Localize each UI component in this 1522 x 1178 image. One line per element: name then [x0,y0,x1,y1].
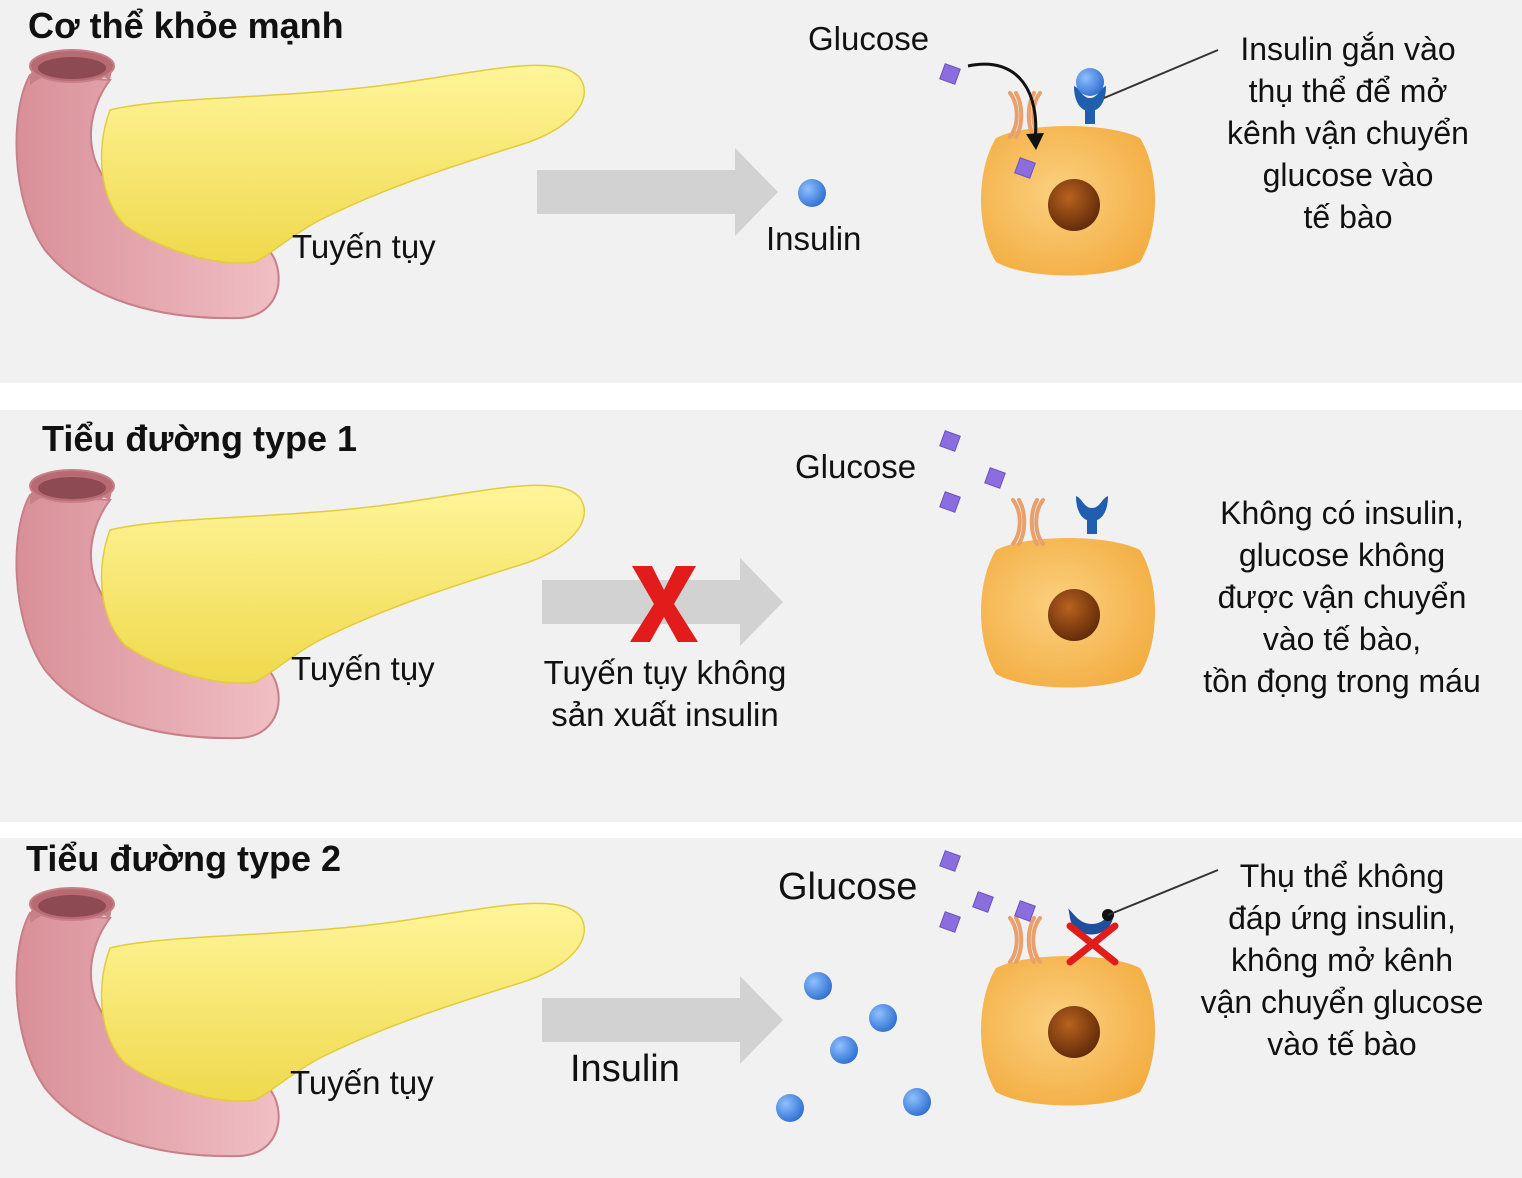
pancreas-healthy [15,49,586,320]
pancreas-type2 [15,887,586,1158]
insulin-molecule [798,179,826,207]
receptor-bound [1074,68,1106,124]
description: Không có insulin, glucose không được vận… [1203,495,1481,699]
description: Insulin gắn vào thụ thể để mở kênh vận c… [1227,31,1469,235]
glucose-molecule [939,850,961,872]
receptor-open [1076,496,1108,534]
insulin-label: Insulin [766,220,862,257]
arrow-type2 [542,976,783,1064]
arrow-healthy [537,148,778,236]
panel-title: Tiểu đường type 1 [42,418,358,459]
pancreas-label: Tuyến tụy [291,650,435,687]
panel-title: Cơ thể khỏe mạnh [28,5,344,46]
pancreas-label: Tuyến tụy [290,1064,434,1101]
nucleus [1048,589,1100,641]
insulin-molecule [903,1088,931,1116]
glucose-channel [1008,916,1042,964]
glucose-channel [1011,498,1045,546]
description: Thụ thể không đáp ứng insulin, không mở … [1200,858,1484,1062]
glucose-molecule [939,63,961,85]
entry-arrow [967,62,1038,141]
nucleus [1048,179,1100,231]
insulin-molecule [804,972,832,1000]
cross-icon [630,566,698,642]
glucose-label: Glucose [808,20,930,57]
no-insulin-label: Tuyến tụy không sản xuất insulin [543,654,787,733]
nucleus [1048,1006,1100,1058]
insulin-label: Insulin [570,1048,680,1090]
glucose-molecule [939,491,961,513]
glucose-molecule [984,467,1006,489]
panel-title: Tiểu đường type 2 [26,838,342,879]
insulin-molecule [869,1004,897,1032]
pointer-line [1107,869,1219,916]
receptor-unresponsive [1066,908,1119,966]
glucose-molecule [972,891,994,913]
pancreas-type1 [15,469,586,740]
glucose-label: Glucose [795,448,917,485]
glucose-molecule [939,911,961,933]
insulin-molecule [830,1036,858,1064]
insulin-molecule [776,1094,804,1122]
glucose-label: Glucose [778,866,918,908]
glucose-molecule [939,430,961,452]
pointer-line [1103,49,1219,99]
pancreas-label: Tuyến tụy [292,228,436,265]
